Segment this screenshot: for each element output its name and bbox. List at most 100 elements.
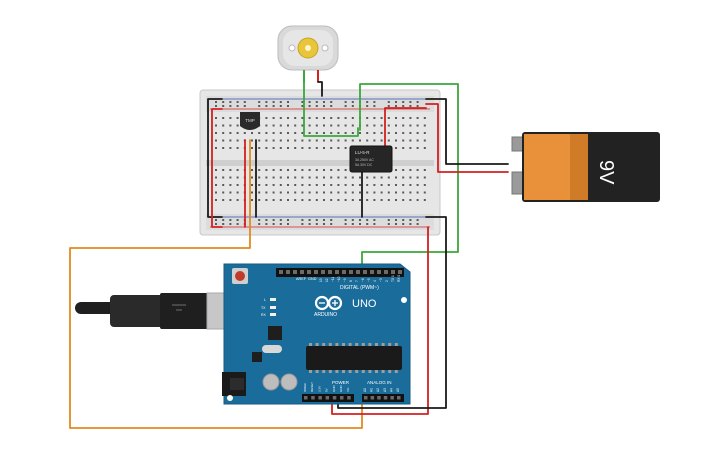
- breadboard-hole[interactable]: [359, 132, 361, 134]
- header-pin[interactable]: [347, 396, 351, 400]
- breadboard-hole[interactable]: [308, 132, 311, 134]
- breadboard-hole[interactable]: [416, 191, 419, 194]
- breadboard-hole[interactable]: [395, 176, 397, 179]
- rail-hole[interactable]: [301, 101, 304, 103]
- breadboard-hole[interactable]: [344, 147, 347, 149]
- rail-hole[interactable]: [308, 219, 311, 221]
- breadboard-hole[interactable]: [351, 191, 354, 194]
- rail-hole[interactable]: [236, 223, 239, 225]
- breadboard-hole[interactable]: [279, 132, 282, 134]
- breadboard-hole[interactable]: [236, 132, 239, 134]
- breadboard-hole[interactable]: [423, 139, 426, 142]
- breadboard-hole[interactable]: [344, 176, 347, 179]
- breadboard-hole[interactable]: [236, 176, 239, 179]
- breadboard-hole[interactable]: [373, 124, 376, 127]
- breadboard-hole[interactable]: [409, 117, 412, 119]
- rail-hole[interactable]: [373, 219, 376, 221]
- breadboard-hole[interactable]: [308, 176, 311, 179]
- breadboard-hole[interactable]: [229, 184, 232, 186]
- header-pin[interactable]: [318, 396, 322, 400]
- rail-hole[interactable]: [243, 101, 246, 103]
- breadboard-hole[interactable]: [373, 117, 376, 119]
- breadboard-hole[interactable]: [373, 176, 376, 179]
- rail-hole[interactable]: [409, 219, 412, 221]
- breadboard-hole[interactable]: [308, 169, 311, 171]
- breadboard-hole[interactable]: [395, 184, 397, 186]
- breadboard-hole[interactable]: [416, 124, 419, 127]
- breadboard-hole[interactable]: [380, 191, 383, 194]
- breadboard-hole[interactable]: [294, 176, 297, 179]
- breadboard-hole[interactable]: [229, 199, 232, 201]
- breadboard-hole[interactable]: [315, 139, 318, 142]
- breadboard[interactable]: [199, 89, 441, 236]
- breadboard-hole[interactable]: [423, 147, 426, 149]
- rail-hole[interactable]: [236, 105, 239, 107]
- breadboard-hole[interactable]: [359, 176, 361, 179]
- breadboard-hole[interactable]: [337, 199, 340, 201]
- breadboard-hole[interactable]: [402, 199, 405, 201]
- breadboard-hole[interactable]: [416, 184, 419, 186]
- rail-hole[interactable]: [315, 219, 318, 221]
- breadboard-hole[interactable]: [279, 191, 282, 194]
- header-pin[interactable]: [300, 270, 304, 274]
- breadboard-hole[interactable]: [395, 169, 397, 171]
- breadboard-hole[interactable]: [351, 139, 354, 142]
- breadboard-hole[interactable]: [236, 169, 239, 171]
- breadboard-hole[interactable]: [387, 117, 390, 119]
- breadboard-hole[interactable]: [287, 199, 289, 201]
- rail-hole[interactable]: [409, 101, 412, 103]
- rail-hole[interactable]: [287, 219, 289, 221]
- breadboard-hole[interactable]: [251, 176, 253, 179]
- header-pin[interactable]: [307, 270, 311, 274]
- breadboard-hole[interactable]: [308, 191, 311, 194]
- rail-hole[interactable]: [229, 105, 232, 107]
- breadboard-hole[interactable]: [387, 184, 390, 186]
- breadboard-hole[interactable]: [423, 117, 426, 119]
- rail-hole[interactable]: [366, 223, 369, 225]
- breadboard-hole[interactable]: [272, 176, 275, 179]
- header-pin[interactable]: [286, 270, 290, 274]
- breadboard-hole[interactable]: [301, 117, 304, 119]
- rail-hole[interactable]: [258, 105, 261, 107]
- header-pin[interactable]: [384, 270, 388, 274]
- rail-hole[interactable]: [416, 223, 419, 225]
- rail-hole[interactable]: [315, 105, 318, 107]
- breadboard-hole[interactable]: [258, 191, 261, 194]
- breadboard-hole[interactable]: [315, 147, 318, 149]
- breadboard-hole[interactable]: [308, 139, 311, 142]
- breadboard-hole[interactable]: [423, 124, 426, 127]
- breadboard-hole[interactable]: [215, 124, 217, 127]
- header-pin[interactable]: [332, 396, 337, 400]
- breadboard-hole[interactable]: [380, 117, 383, 119]
- breadboard-hole[interactable]: [337, 184, 340, 186]
- breadboard-hole[interactable]: [387, 199, 390, 201]
- header-pin[interactable]: [363, 270, 367, 274]
- breadboard-hole[interactable]: [301, 124, 304, 127]
- rail-hole[interactable]: [351, 105, 354, 107]
- header-pin[interactable]: [364, 396, 368, 400]
- breadboard-hole[interactable]: [402, 139, 405, 142]
- rail-hole[interactable]: [402, 101, 405, 103]
- breadboard-hole[interactable]: [272, 191, 275, 194]
- header-pin[interactable]: [321, 270, 325, 274]
- breadboard-hole[interactable]: [308, 117, 311, 119]
- rail-hole[interactable]: [402, 105, 405, 107]
- breadboard-hole[interactable]: [423, 199, 426, 201]
- breadboard-hole[interactable]: [366, 139, 369, 142]
- breadboard-hole[interactable]: [337, 169, 340, 171]
- rail-hole[interactable]: [315, 101, 318, 103]
- rail-hole[interactable]: [229, 101, 232, 103]
- breadboard-hole[interactable]: [279, 199, 282, 201]
- breadboard-hole[interactable]: [222, 139, 225, 142]
- header-pin[interactable]: [370, 270, 374, 274]
- breadboard-hole[interactable]: [366, 124, 369, 127]
- rail-hole[interactable]: [416, 105, 419, 107]
- rail-hole[interactable]: [395, 219, 397, 221]
- breadboard-hole[interactable]: [380, 199, 383, 201]
- breadboard-hole[interactable]: [272, 169, 275, 171]
- rail-hole[interactable]: [351, 219, 354, 221]
- rail-hole[interactable]: [301, 105, 304, 107]
- breadboard-hole[interactable]: [423, 191, 426, 194]
- breadboard-hole[interactable]: [323, 124, 325, 127]
- breadboard-hole[interactable]: [380, 132, 383, 134]
